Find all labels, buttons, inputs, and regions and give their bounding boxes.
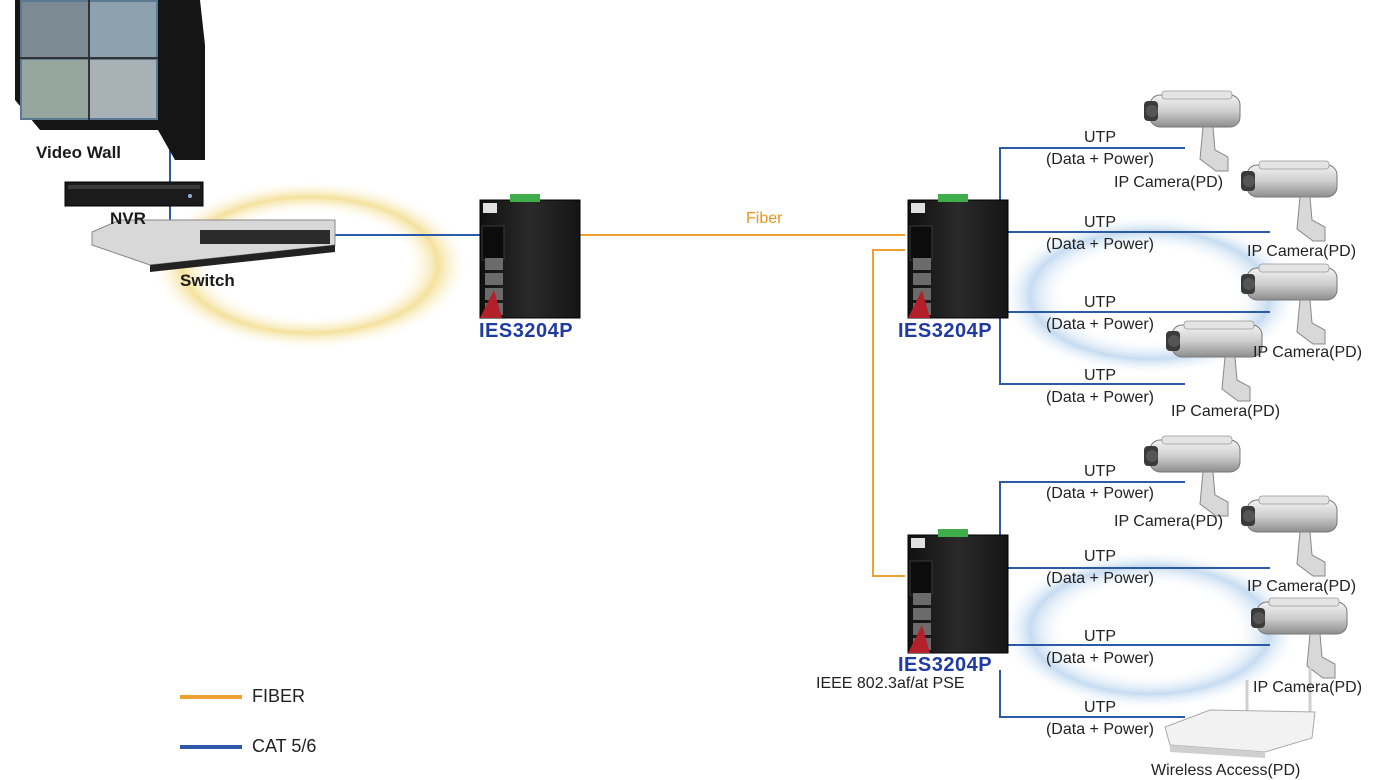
pd-glow-bottom	[1000, 550, 1300, 710]
wireless-access-point	[1164, 668, 1316, 758]
utp-label: UTP(Data + Power)	[1045, 367, 1155, 406]
nvr-label: NVR	[110, 209, 146, 228]
ies3204p-bottom-right	[907, 528, 1009, 654]
ies3204p-top-right	[907, 193, 1009, 319]
fiber-label: Fiber	[746, 210, 783, 227]
wap-label: Wireless Access(PD)	[1151, 762, 1301, 779]
ip-camera-6	[1240, 495, 1338, 577]
fiber-links	[575, 234, 905, 577]
utp-label: UTP(Data + Power)	[1045, 699, 1155, 738]
video-wall-label: Video Wall	[36, 143, 122, 162]
model-label-left: IES3204P	[479, 320, 574, 342]
utp-label: UTP(Data + Power)	[1045, 214, 1155, 253]
utp-label: UTP(Data + Power)	[1045, 548, 1155, 587]
nvr-device	[64, 181, 204, 207]
camera-label-4: IP Camera(PD)	[1171, 403, 1281, 420]
switch-label: Switch	[180, 271, 235, 290]
utp-label: UTP(Data + Power)	[1045, 294, 1155, 333]
utp-label: UTP(Data + Power)	[1045, 628, 1155, 667]
camera-label-7: IP Camera(PD)	[1253, 679, 1363, 696]
camera-label-5: IP Camera(PD)	[1114, 513, 1224, 530]
legend-fiber-label: FIBER	[252, 686, 306, 706]
pse-label: IEEE 802.3af/at PSE	[816, 675, 965, 692]
ip-camera-2	[1240, 160, 1338, 242]
camera-label-2: IP Camera(PD)	[1247, 243, 1357, 260]
camera-label-1: IP Camera(PD)	[1114, 174, 1224, 191]
legend-cat-label: CAT 5/6	[252, 736, 317, 756]
model-label-top-right: IES3204P	[898, 320, 993, 342]
camera-label-6: IP Camera(PD)	[1247, 578, 1357, 595]
ies3204p-left	[479, 193, 581, 319]
utp-label: UTP(Data + Power)	[1045, 129, 1155, 168]
camera-label-3: IP Camera(PD)	[1253, 344, 1363, 361]
utp-label: UTP(Data + Power)	[1045, 463, 1155, 502]
core-switch	[91, 219, 336, 272]
video-wall	[15, 0, 205, 160]
model-label-bottom-right: IES3204P	[898, 654, 993, 676]
